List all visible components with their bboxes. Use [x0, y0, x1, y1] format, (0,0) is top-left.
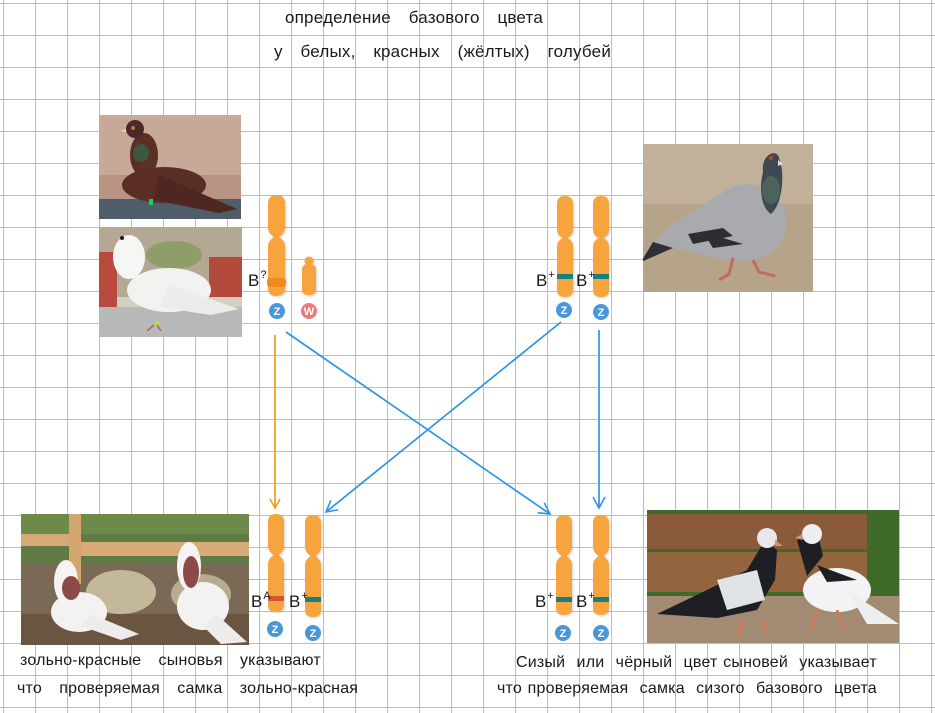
svg-text:Z: Z [272, 624, 279, 636]
title-line-2: у белых, красных (жёлтых) голубей [274, 42, 612, 61]
gene-letter: B [535, 592, 547, 611]
caption-right-line-2: что проверяемая самка сизого базового цв… [497, 680, 877, 697]
allele-symbol: + [548, 269, 555, 281]
z-badge-left-son-1: Z [267, 621, 283, 637]
chromosome-right-son-z1 [556, 515, 572, 615]
gene-letter: B [576, 271, 588, 290]
svg-text:Z: Z [560, 628, 567, 640]
photo-sons-blue-black [647, 510, 899, 643]
gene-label-right-son-1: B+ [535, 590, 554, 611]
photo-father-blue [643, 144, 813, 292]
photo-mother-ash-red [99, 115, 241, 219]
title-line-1: определение базового цвета [285, 8, 543, 27]
z-badge-father-1: Z [556, 302, 572, 318]
allele-symbol: A [263, 590, 271, 602]
gene-label-mother: B? [248, 269, 267, 290]
caption-left-line-1: зольно-красные сыновья указывают [20, 652, 321, 669]
svg-text:Z: Z [274, 306, 281, 318]
z-badge-right-son-1: Z [555, 625, 571, 641]
gene-letter: B [289, 592, 301, 611]
allele-symbol: + [588, 269, 595, 281]
gene-label-left-son-2: B+ [289, 590, 308, 611]
z-badge-mother: Z [269, 303, 285, 319]
photo-sons-ash-red [21, 514, 249, 645]
svg-text:Z: Z [561, 305, 568, 317]
chromosome-right-son-z2 [593, 515, 609, 615]
photo-mother-white [99, 227, 242, 337]
gene-label-father-2: B+ [576, 269, 595, 290]
caption-left-line-2: что проверяемая самка зольно-красная [17, 680, 359, 697]
allele-symbol: ? [260, 269, 267, 281]
svg-text:Z: Z [598, 307, 605, 319]
allele-symbol: + [547, 590, 554, 602]
gene-band-mother [267, 278, 286, 287]
chromosome-father-z2 [593, 196, 609, 297]
svg-text:W: W [304, 306, 315, 318]
gene-letter: B [576, 592, 588, 611]
chromosome-left-son-z2 [305, 515, 321, 617]
arrow-father-to-left-son [324, 321, 562, 514]
chromosome-mother-z [267, 195, 286, 296]
svg-text:Z: Z [598, 628, 605, 640]
z-badge-right-son-2: Z [593, 625, 609, 641]
allele-symbol: + [301, 590, 308, 602]
gene-label-left-son-1: BA [251, 590, 271, 611]
z-badge-father-2: Z [593, 304, 609, 320]
chromosome-left-son-z1 [268, 514, 284, 612]
caption-right-line-1: Сизый или чёрный цвет сыновей указывает [516, 654, 877, 671]
chromosome-father-z1 [557, 196, 573, 297]
chromosome-mother-w [302, 256, 316, 295]
allele-symbol: + [588, 590, 595, 602]
arrow-mother-to-right-son [285, 331, 552, 515]
gene-letter: B [251, 592, 263, 611]
w-badge-mother: W [301, 303, 317, 319]
gene-label-right-son-2: B+ [576, 590, 595, 611]
svg-text:Z: Z [310, 628, 317, 640]
z-badge-left-son-2: Z [305, 625, 321, 641]
gene-letter: B [248, 271, 260, 290]
gene-label-father-1: B+ [536, 269, 555, 290]
gene-letter: B [536, 271, 548, 290]
